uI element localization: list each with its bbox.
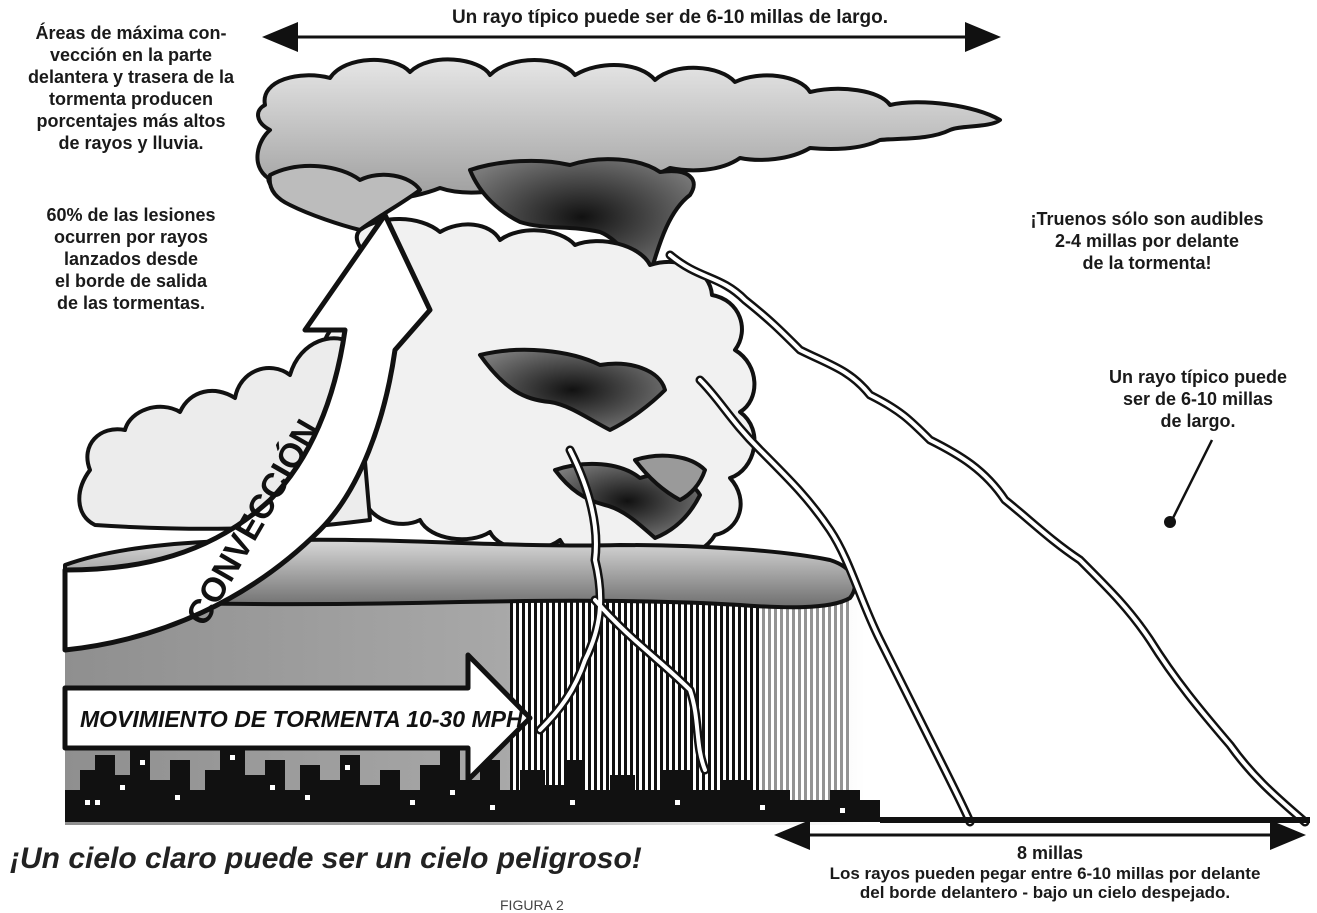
skyline-windows xyxy=(85,755,845,813)
slogan: ¡Un cielo claro puede ser un cielo pelig… xyxy=(10,842,642,875)
top-span-label: Un rayo típico puede ser de 6-10 millas … xyxy=(451,7,889,28)
storm-motion-arrow: MOVIMIENTO DE TORMENTA 10-30 MPH xyxy=(62,652,533,783)
figure-label: FIGURA 2 xyxy=(500,897,564,913)
distance-label: 8 millas xyxy=(1016,843,1084,863)
thunder-note: ¡Truenos sólo son audibles 2-4 millas po… xyxy=(1030,209,1264,273)
injuries-note: 60% de las lesiones ocurren por rayos la… xyxy=(46,205,216,313)
storm-motion-label: MOVIMIENTO DE TORMENTA 10-30 MPH xyxy=(80,706,523,732)
strike-distance-note: Los rayos pueden pegar entre 6-10 millas… xyxy=(829,864,1261,902)
lightning-bolts xyxy=(535,250,1310,827)
anvil-cloud xyxy=(255,57,1002,277)
convection-note: Áreas de máxima con- vección en la parte… xyxy=(27,23,235,153)
bolt-length-note: Un rayo típico puede ser de 6-10 millas … xyxy=(1108,367,1288,431)
bolt-pointer xyxy=(1164,439,1214,528)
